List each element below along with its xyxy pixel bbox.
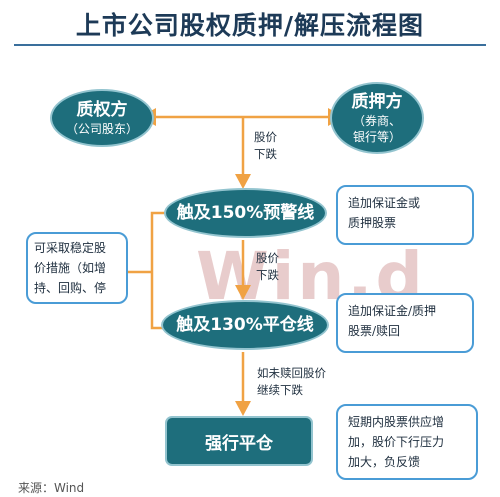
node-pledgee-sub-2: 银行等） <box>352 130 401 144</box>
arrow-head-1 <box>235 174 251 189</box>
note-line: 持、回购、停 <box>34 281 107 295</box>
node-warning-line: 触及150%预警线 <box>164 188 327 238</box>
note-line: 追加保证金或 <box>348 196 421 210</box>
node-pledgor-name: 质权方 <box>76 100 128 120</box>
edge-label-no-buyback: 如未赎回股价 继续下跌 <box>257 365 326 399</box>
edge-label-price-drop-2: 股价 下跌 <box>256 250 279 284</box>
arrow-head-2 <box>235 285 251 300</box>
node-closeout-label: 触及130%平仓线 <box>176 315 314 335</box>
node-pledgee-name: 质押方 <box>351 92 403 112</box>
edge-label-price-drop-1: 股价 下跌 <box>254 129 277 163</box>
edge-label-line: 股价 <box>256 251 279 265</box>
arrow-head-3 <box>235 401 251 416</box>
edge-label-line: 下跌 <box>254 147 277 161</box>
note-closeout-action: 追加保证金/质押 股票/赎回 <box>336 293 474 353</box>
node-warning-label: 触及150%预警线 <box>176 203 315 223</box>
note-line: 价措施（如增 <box>34 261 107 275</box>
node-closeout-line: 触及130%平仓线 <box>161 300 329 350</box>
edge-label-line: 继续下跌 <box>257 383 303 397</box>
note-line: 短期内股票供应增 <box>348 415 445 429</box>
note-line: 加大，负反馈 <box>348 455 421 469</box>
note-liquidation-effect: 短期内股票供应增 加，股价下行压力 加大，负反馈 <box>336 404 478 480</box>
node-pledgee-sub-1: （券商、 <box>352 114 401 128</box>
node-pledgor: 质权方 （公司股东） <box>50 89 154 147</box>
note-company-measures: 可采取稳定股 价措施（如增 持、回购、停 <box>26 232 128 304</box>
edge-label-line: 股价 <box>254 130 277 144</box>
edge-label-line: 如未赎回股价 <box>257 366 326 380</box>
node-forced-liquidation: 强行平仓 <box>165 416 313 466</box>
source-credit: 来源：Wind <box>18 481 85 495</box>
note-line: 加，股价下行压力 <box>348 435 445 449</box>
node-pledgee: 质押方 （券商、 银行等） <box>330 82 424 154</box>
note-line: 可采取稳定股 <box>34 241 107 255</box>
note-line: 股票/赎回 <box>348 324 401 338</box>
edge-label-line: 下跌 <box>256 268 279 282</box>
bracket-connector <box>150 211 166 330</box>
node-pledgor-sub: （公司股东） <box>65 122 138 136</box>
note-line: 追加保证金/质押 <box>348 304 437 318</box>
title-underline <box>14 44 486 46</box>
page-title: 上市公司股权质押/解压流程图 <box>75 11 425 40</box>
note-line: 质押股票 <box>348 216 397 230</box>
note-warning-action: 追加保证金或 质押股票 <box>336 185 474 245</box>
